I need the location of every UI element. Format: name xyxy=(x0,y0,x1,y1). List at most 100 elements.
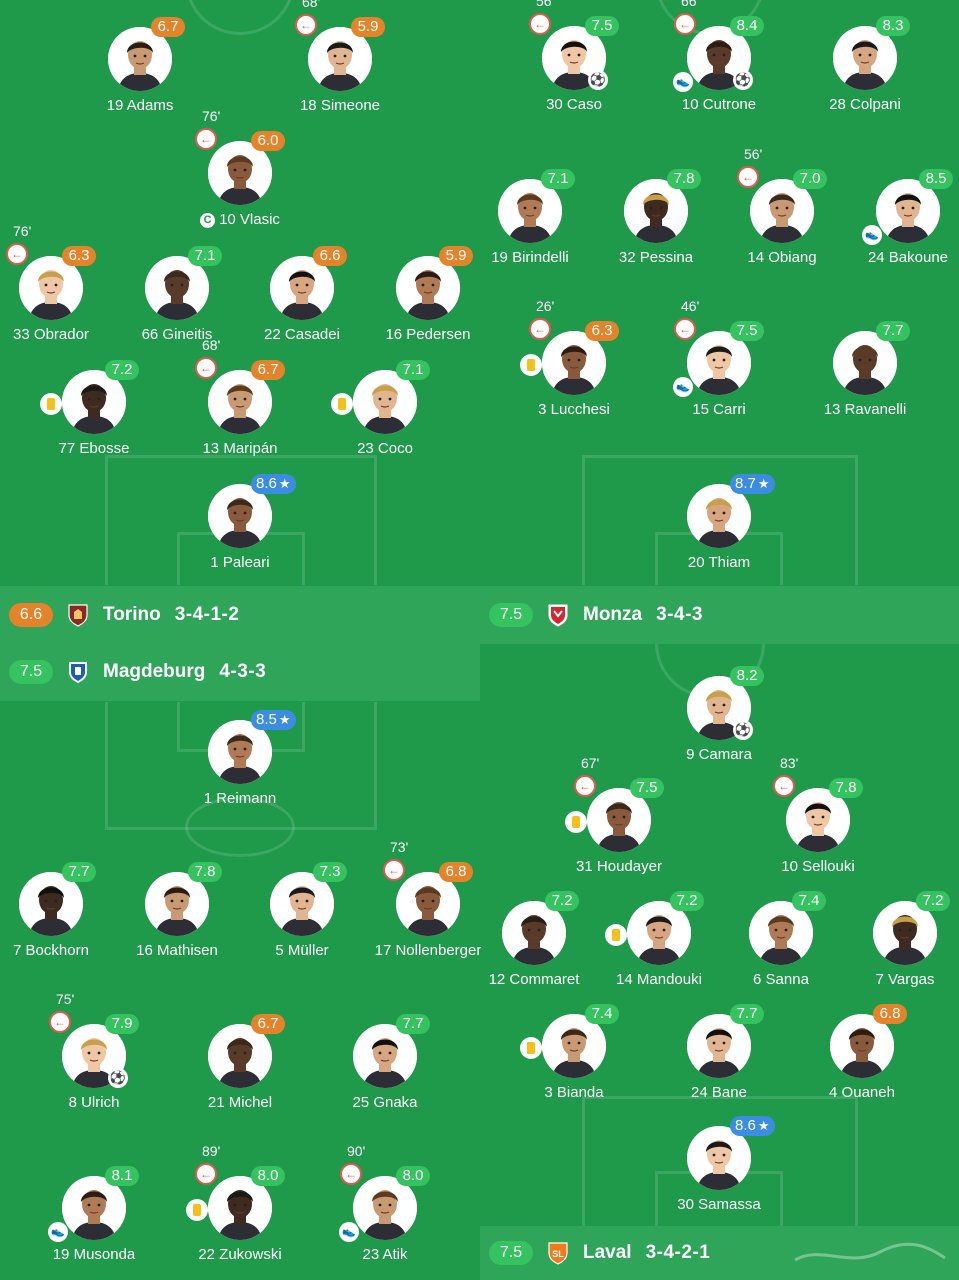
player-musonda[interactable]: 8.1👟19 Musonda xyxy=(19,1166,169,1263)
player-sellouki[interactable]: 7.8←83'10 Sellouki xyxy=(743,755,893,875)
player-avatar: 8.5★ xyxy=(208,710,296,784)
team-bar-torino[interactable]: 6.6 Torino 3-4-1-2 xyxy=(0,586,480,644)
player-photo xyxy=(750,179,814,243)
player-photo xyxy=(353,1024,417,1088)
sub-minute: 68' xyxy=(302,0,321,10)
player-name-row: 22 Casadei xyxy=(227,326,377,343)
player-reimann[interactable]: 8.5★1 Reimann xyxy=(165,710,315,807)
player-name: 30 Samassa xyxy=(677,1196,761,1213)
player-paleari[interactable]: 8.6★1 Paleari xyxy=(165,474,315,571)
player-name-row: 7 Vargas xyxy=(830,971,959,988)
player-caso[interactable]: 7.5←56'⚽30 Caso xyxy=(499,0,649,113)
team-bar-laval[interactable]: 7.5 SL Laval 3-4-2-1 xyxy=(480,1226,959,1280)
player-avatar: 8.6★ xyxy=(208,474,296,548)
player-rating: 7.2 xyxy=(916,891,950,911)
player-sanna[interactable]: 7.4 6 Sanna xyxy=(706,891,856,988)
player-nollenberger[interactable]: 6.8←73'17 Nollenberger xyxy=(353,839,503,959)
captain-icon: C xyxy=(200,213,216,228)
sub-minute: 66' xyxy=(681,0,700,9)
player-houdayer[interactable]: 7.5←67'31 Houdayer xyxy=(544,755,694,875)
team-bar-monza[interactable]: 7.5 Monza 3-4-3 xyxy=(480,586,959,644)
player-name-row: 31 Houdayer xyxy=(544,858,694,875)
player-photo xyxy=(145,256,209,320)
player-name: 30 Caso xyxy=(546,96,602,113)
yellow-card-icon xyxy=(605,924,627,946)
player-photo xyxy=(62,1176,126,1240)
sub-minute: 90' xyxy=(347,1143,366,1159)
player-bakoune[interactable]: 8.5👟24 Bakoune xyxy=(833,169,959,266)
player-obiang[interactable]: 7.0←56'14 Obiang xyxy=(707,146,857,266)
player-name-row: 8 Ulrich xyxy=(19,1094,169,1111)
player-rating: 7.2 xyxy=(545,891,579,911)
player-name-row: 5 Müller xyxy=(227,942,377,959)
player-rating: 8.6★ xyxy=(730,1116,775,1136)
player-atik[interactable]: 8.0←90'👟23 Atik xyxy=(310,1143,460,1263)
sub-minute: 89' xyxy=(202,1143,221,1159)
player-lucchesi[interactable]: 6.3←26'3 Lucchesi xyxy=(499,298,649,418)
player-photo xyxy=(270,872,334,936)
player-avatar: 8.4←66'⚽👟 xyxy=(673,0,764,92)
player-maripan[interactable]: 6.7←68'13 Maripán xyxy=(165,337,315,457)
player-obrador[interactable]: 6.3←76'33 Obrador xyxy=(0,223,126,343)
player-zukowski[interactable]: 8.0←89'22 Zukowski xyxy=(165,1143,315,1263)
player-thiam[interactable]: 8.7★20 Thiam xyxy=(644,474,794,571)
player-photo xyxy=(542,26,606,90)
player-rating-value: 8.2 xyxy=(736,667,758,684)
sub-minute: 76' xyxy=(202,108,221,124)
player-rating: 7.5 xyxy=(630,778,664,798)
player-rating: 6.6 xyxy=(313,246,347,266)
player-rating-value: 7.4 xyxy=(591,1005,613,1022)
player-photo xyxy=(502,901,566,965)
player-name: 24 Bakoune xyxy=(867,249,949,266)
player-name: 10 Cutrone xyxy=(681,96,757,113)
player-avatar: 8.1👟 xyxy=(48,1166,139,1242)
sub-off-arrow-icon: ← xyxy=(529,13,551,35)
player-ulrich[interactable]: 7.9←75'⚽8 Ulrich xyxy=(19,991,169,1111)
monza-crest-icon xyxy=(548,604,568,627)
player-camara[interactable]: 8.2⚽9 Camara xyxy=(644,666,794,763)
team-bar-magdeburg[interactable]: 7.5 Magdeburg 4-3-3 xyxy=(0,643,480,701)
sub-off-arrow-icon: ← xyxy=(574,775,596,797)
player-rating-value: 7.4 xyxy=(798,892,820,909)
player-photo xyxy=(62,370,126,434)
player-name: 23 Atik xyxy=(362,1246,408,1263)
player-casadei[interactable]: 6.6 22 Casadei xyxy=(227,246,377,343)
player-carri[interactable]: 7.5←46'👟15 Carri xyxy=(644,298,794,418)
player-name-row: 66 Gineitis xyxy=(102,326,252,343)
player-cutrone[interactable]: 8.4←66'⚽👟 10 Cutrone xyxy=(644,0,794,113)
player-rating-value: 8.1 xyxy=(111,1167,133,1184)
player-name-row: 23 Atik xyxy=(310,1246,460,1263)
player-name-row: 4 Ouaneh xyxy=(787,1084,937,1101)
player-vargas[interactable]: 7.2 7 Vargas xyxy=(830,891,959,988)
player-simeone[interactable]: 5.9←68'18 Simeone xyxy=(265,0,415,114)
team-name: Magdeburg xyxy=(103,661,206,682)
player-avatar: 7.5←46'👟 xyxy=(673,298,764,397)
player-photo xyxy=(208,1176,272,1240)
player-name: 32 Pessina xyxy=(618,249,694,266)
player-samassa[interactable]: 8.6★ 30 Samassa xyxy=(644,1116,794,1213)
player-name-row: 13 Maripán xyxy=(165,440,315,457)
player-name-row: 6 Sanna xyxy=(706,971,856,988)
player-photo xyxy=(353,1176,417,1240)
player-avatar: 7.7 xyxy=(833,321,910,395)
